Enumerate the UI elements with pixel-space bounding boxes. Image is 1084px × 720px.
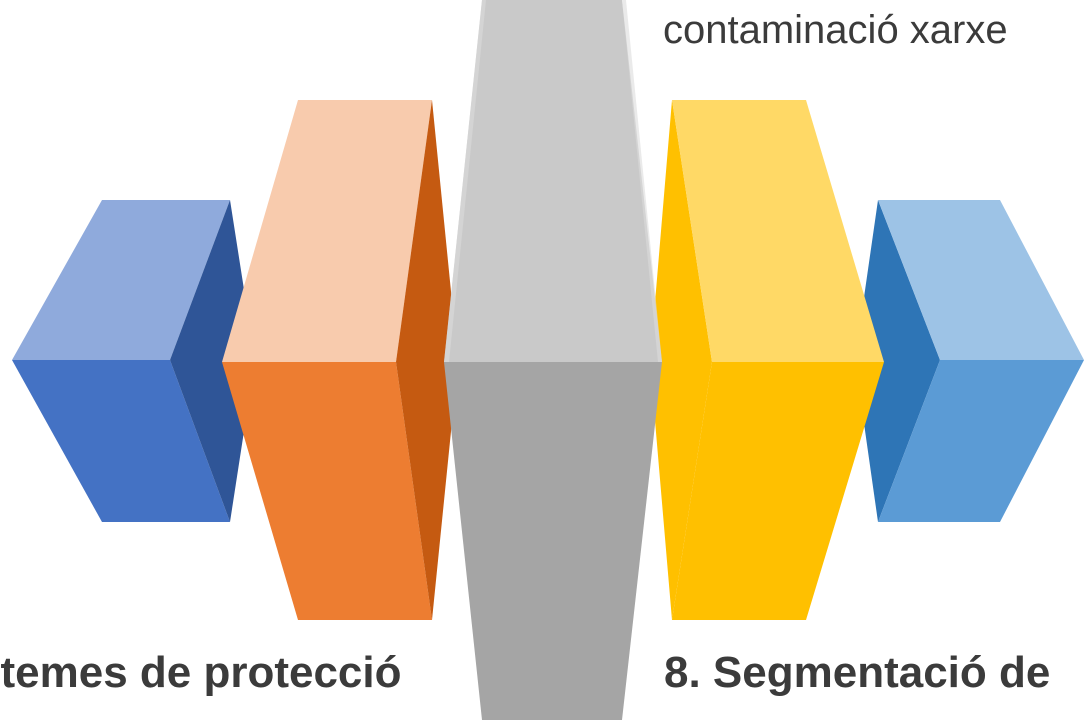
label-bottom-right: 8. Segmentació de — [664, 648, 1051, 697]
block-gold-front-face — [672, 362, 884, 620]
block-blue-right-top-face — [878, 200, 1084, 360]
block-blue-left-side-face — [170, 200, 255, 522]
block-gold-side-face — [650, 100, 712, 620]
block-gold — [650, 100, 884, 620]
label-top: contaminació xarxe — [663, 8, 1008, 52]
block-blue-right-side-face — [855, 200, 940, 522]
label-bottom-left: stemes de protecció — [0, 648, 402, 697]
block-blue-left-front-face — [12, 360, 230, 522]
block-orange-side-face — [396, 100, 458, 620]
block-orange-front-face — [222, 362, 432, 620]
block-gray-highlight-right — [622, 0, 662, 362]
block-blue-right-front-face — [878, 360, 1084, 522]
block-gray-top-face — [444, 0, 662, 362]
block-gold-top-face — [672, 100, 884, 362]
block-orange — [222, 100, 458, 620]
block-blue-left — [12, 200, 255, 522]
block-gray-highlight-left — [444, 0, 486, 362]
block-blue-left-top-face — [12, 200, 230, 360]
block-blue-right — [855, 200, 1084, 522]
block-gray-front-face — [444, 362, 662, 720]
block-orange-top-face — [222, 100, 432, 362]
block-gray — [444, 0, 662, 720]
